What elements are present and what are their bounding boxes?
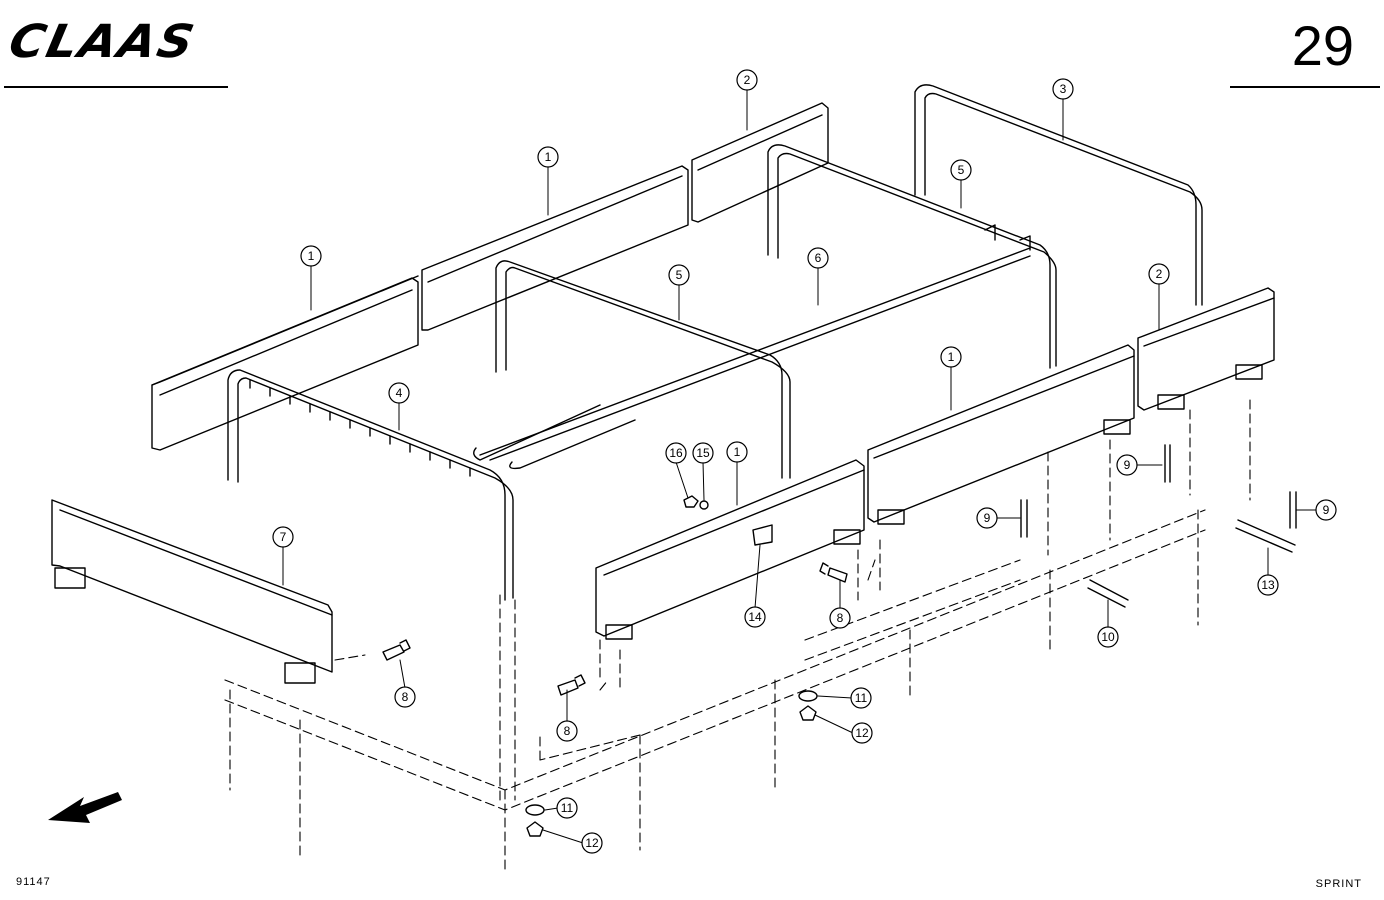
callout-circle: [300, 245, 322, 267]
callout-7: 7: [272, 526, 294, 548]
callout-9: 9: [1116, 454, 1138, 476]
callout-circle: [692, 442, 714, 464]
model-name: SPRINT: [1315, 878, 1362, 890]
callout-label: 7: [280, 530, 287, 544]
callout-label: 1: [545, 150, 552, 164]
callout-label: 9: [1124, 458, 1131, 472]
callout-label: 2: [1156, 267, 1163, 281]
callout-circle: [976, 507, 998, 529]
callout-label: 9: [1323, 503, 1330, 517]
callout-label: 2: [744, 73, 751, 87]
callout-label: 15: [696, 446, 710, 460]
callout-circle: [850, 687, 872, 709]
callout-12: 12: [851, 722, 873, 744]
drawing-id: 91147: [16, 876, 51, 888]
callout-label: 11: [855, 691, 868, 705]
callout-label: 1: [948, 350, 955, 364]
callout-circle: [556, 797, 578, 819]
callout-label: 6: [815, 251, 822, 265]
header-rule-right: [1230, 86, 1380, 88]
callout-circle: [1257, 574, 1279, 596]
callout-6: 6: [807, 247, 829, 269]
callout-4: 4: [388, 382, 410, 404]
callout-label: 8: [402, 690, 409, 704]
callout-1: 1: [940, 346, 962, 368]
callout-label: 5: [958, 163, 965, 177]
callout-circle: [1315, 499, 1337, 521]
callout-circle: [1052, 78, 1074, 100]
callout-circle: [665, 442, 687, 464]
hardware-parts: [382, 444, 1297, 837]
callout-label: 8: [837, 611, 844, 625]
ridge-pole-6: [473, 224, 1031, 470]
callout-label: 1: [308, 249, 315, 263]
callout-1: 1: [537, 146, 559, 168]
rear-bow-3: [914, 84, 1203, 306]
callout-circle: [668, 264, 690, 286]
callout-13: 13: [1257, 574, 1279, 596]
header-rule-left: [4, 86, 228, 88]
callout-label: 3: [1060, 82, 1067, 96]
callout-label: 16: [669, 446, 683, 460]
callout-label: 12: [855, 726, 869, 740]
callout-2: 2: [1148, 263, 1170, 285]
callout-circle: [829, 607, 851, 629]
callout-label: 9: [984, 511, 991, 525]
callout-circle: [581, 832, 603, 854]
callout-11: 11: [556, 797, 578, 819]
callout-circle: [1148, 263, 1170, 285]
callout-1: 1: [726, 441, 748, 463]
callout-label: 5: [676, 268, 683, 282]
callout-circle: [950, 159, 972, 181]
callout-label: 1: [734, 445, 741, 459]
callout-16: 16: [665, 442, 687, 464]
callout-circle: [1097, 626, 1119, 648]
tailboard-7: [51, 499, 333, 684]
callout-8: 8: [829, 607, 851, 629]
callout-circle: [556, 720, 578, 742]
leader-lines: [282, 88, 1317, 844]
page-number: 29: [1291, 14, 1354, 77]
callout-circle: [726, 441, 748, 463]
callout-8: 8: [394, 686, 416, 708]
front-bow-4: [227, 369, 514, 601]
callout-circle: [851, 722, 873, 744]
callout-label: 10: [1101, 630, 1115, 644]
callout-9: 9: [1315, 499, 1337, 521]
callout-circle: [744, 606, 766, 628]
callout-2: 2: [736, 69, 758, 91]
callout-9: 9: [976, 507, 998, 529]
callout-label: 11: [561, 801, 574, 815]
callout-circle: [1116, 454, 1138, 476]
callout-11: 11: [850, 687, 872, 709]
callout-label: 13: [1261, 578, 1275, 592]
callout-circle: [807, 247, 829, 269]
callout-8: 8: [556, 720, 578, 742]
callout-circle: [272, 526, 294, 548]
callout-circle: [537, 146, 559, 168]
callout-3: 3: [1052, 78, 1074, 100]
callout-circle: [940, 346, 962, 368]
callout-15: 15: [692, 442, 714, 464]
callout-1: 1: [300, 245, 322, 267]
callout-12: 12: [581, 832, 603, 854]
front-side-boards: [595, 287, 1275, 640]
callout-label: 12: [585, 836, 599, 850]
callout-5: 5: [668, 264, 690, 286]
callout-label: 4: [396, 386, 403, 400]
callout-label: 8: [564, 724, 571, 738]
callout-label: 14: [748, 610, 762, 624]
middle-bows-5: [495, 144, 1057, 479]
callout-5: 5: [950, 159, 972, 181]
callout-circle: [388, 382, 410, 404]
callout-circle: [736, 69, 758, 91]
base-frame-dashed: [224, 399, 1251, 871]
callout-circle: [394, 686, 416, 708]
callout-14: 14: [744, 606, 766, 628]
callout-10: 10: [1097, 626, 1119, 648]
